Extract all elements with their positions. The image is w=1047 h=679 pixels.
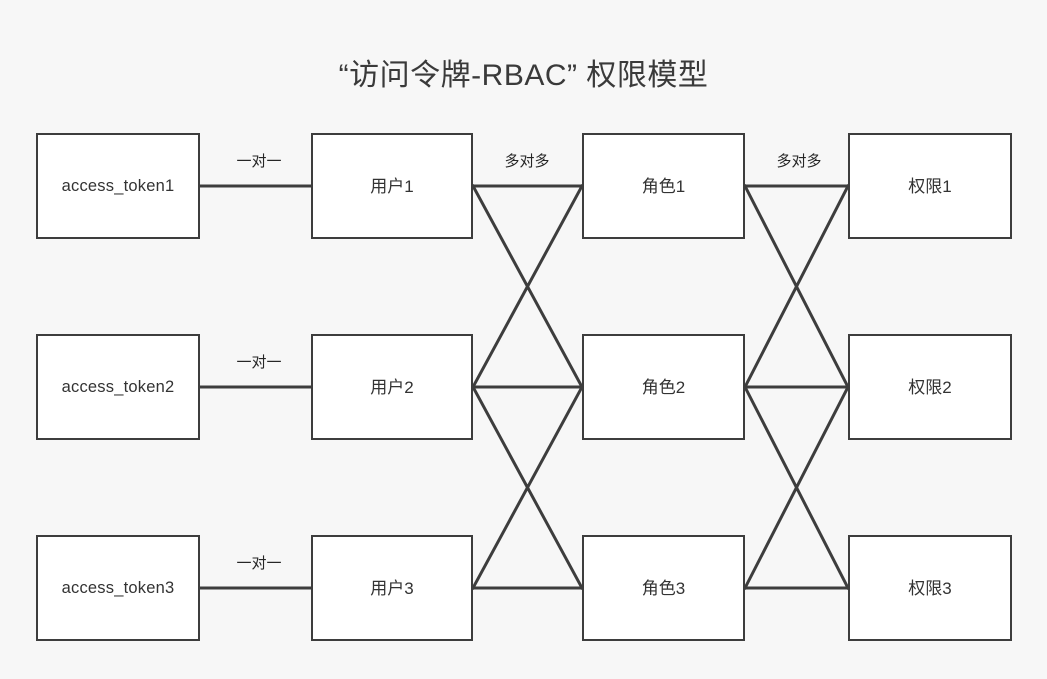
node-label: 用户3 bbox=[370, 578, 414, 598]
edge-user2-role1 bbox=[470, 183, 585, 390]
node-access-token-3[interactable]: access_token3 bbox=[36, 535, 200, 641]
edge-role3-perm2 bbox=[742, 384, 851, 591]
node-label: 用户2 bbox=[370, 377, 414, 397]
edge-label-token1-user1: 一对一 bbox=[222, 152, 296, 171]
edge-role2-perm1 bbox=[742, 183, 851, 390]
node-label: 角色2 bbox=[641, 377, 686, 397]
node-label: 角色3 bbox=[641, 578, 686, 598]
diagram-title: “访问令牌-RBAC” 权限模型 bbox=[338, 59, 709, 92]
node-user-2[interactable]: 用户2 bbox=[311, 334, 473, 440]
node-label: 角色1 bbox=[641, 176, 686, 196]
node-label: access_token1 bbox=[61, 176, 175, 195]
node-label: access_token2 bbox=[61, 377, 175, 396]
node-role-1[interactable]: 角色1 bbox=[582, 133, 745, 239]
edge-user3-role2 bbox=[470, 384, 585, 591]
edge-label-token2-user2: 一对一 bbox=[222, 353, 296, 372]
node-permission-1[interactable]: 权限1 bbox=[848, 133, 1012, 239]
node-access-token-1[interactable]: access_token1 bbox=[36, 133, 200, 239]
node-label: 用户1 bbox=[370, 176, 414, 196]
node-role-3[interactable]: 角色3 bbox=[582, 535, 745, 641]
edge-label-user-role: 多对多 bbox=[490, 152, 564, 171]
edge-label-token3-user3: 一对一 bbox=[222, 554, 296, 573]
node-user-1[interactable]: 用户1 bbox=[311, 133, 473, 239]
edge-label-role-permission: 多对多 bbox=[762, 152, 836, 171]
node-user-3[interactable]: 用户3 bbox=[311, 535, 473, 641]
node-label: 权限2 bbox=[908, 377, 952, 397]
node-label: 权限1 bbox=[908, 176, 952, 196]
node-label: 权限3 bbox=[908, 578, 952, 598]
node-label: access_token3 bbox=[61, 578, 175, 597]
node-permission-3[interactable]: 权限3 bbox=[848, 535, 1012, 641]
node-permission-2[interactable]: 权限2 bbox=[848, 334, 1012, 440]
node-role-2[interactable]: 角色2 bbox=[582, 334, 745, 440]
node-access-token-2[interactable]: access_token2 bbox=[36, 334, 200, 440]
